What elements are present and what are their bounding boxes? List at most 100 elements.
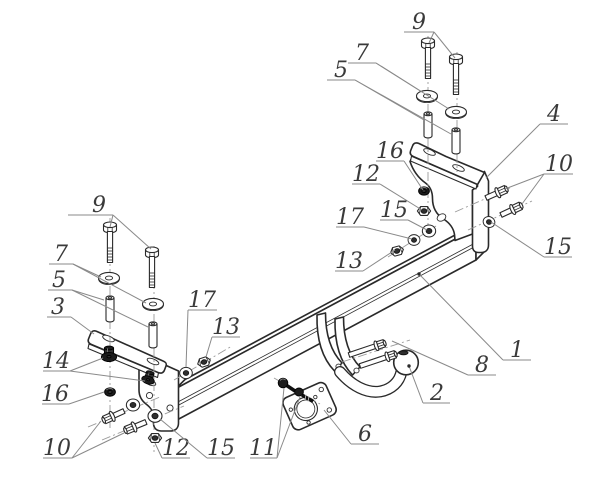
leader-line [407, 219, 428, 231]
tow-ball-arm [334, 365, 408, 398]
callout-16: 16 [376, 139, 424, 191]
tow-ball [392, 349, 420, 376]
part-number-16: 16 [41, 382, 69, 407]
callout-7: 7 [49, 242, 147, 304]
leader-line [521, 173, 545, 205]
callout-14: 14 [42, 349, 146, 382]
part-number-10: 10 [545, 152, 573, 177]
leader-line [323, 409, 352, 445]
callout-6: 6 [323, 409, 379, 447]
part-number-5: 5 [52, 268, 66, 293]
leader-line [418, 273, 504, 361]
callout-2: 2 [407, 364, 450, 406]
right-side-bracket [409, 142, 490, 254]
leader-line [375, 62, 450, 110]
washer-ring [407, 234, 421, 246]
hex-nut [388, 244, 406, 258]
leader-line [154, 442, 163, 459]
part-number-16: 16 [376, 139, 404, 164]
leader-line [363, 226, 413, 240]
spacer-sleeve [451, 127, 461, 155]
part-number-9: 9 [92, 193, 106, 218]
leader-line [276, 396, 301, 459]
callout-13: 13 [205, 315, 240, 358]
part-number-4: 4 [546, 102, 561, 127]
leader-line [69, 370, 146, 382]
socket-bolt [277, 377, 296, 393]
part-number-6: 6 [358, 422, 372, 447]
leader-line [428, 31, 435, 44]
leader-line [403, 160, 424, 191]
part-number-9: 9 [412, 10, 426, 35]
small-nut [418, 186, 430, 196]
callout-16: 16 [41, 382, 105, 407]
leader-line [354, 79, 452, 135]
part-number-15: 15 [207, 436, 235, 461]
part-number-13: 13 [212, 315, 240, 340]
part-number-15: 15 [380, 198, 408, 223]
leader-line [71, 432, 125, 459]
leader-line [379, 183, 423, 211]
callout-9: 9 [404, 10, 456, 59]
leader-line [71, 289, 149, 328]
long-bolt [102, 221, 118, 264]
leader-line [205, 336, 213, 358]
spacer-sleeve [423, 111, 433, 139]
leader-line [71, 420, 102, 459]
leader-line [504, 173, 545, 190]
washer-ring [421, 224, 437, 238]
small-nut [104, 387, 116, 397]
part-number-10: 10 [43, 436, 71, 461]
part-number-12: 12 [352, 162, 380, 187]
leader-line [69, 357, 104, 372]
callout-11: 11 [249, 387, 301, 461]
leader-line [276, 387, 285, 459]
leader-line [485, 123, 541, 179]
socket-bolt [294, 387, 314, 403]
callout-10: 10 [43, 420, 125, 461]
leader-line [112, 214, 152, 250]
long-bolt [420, 37, 436, 80]
callout-1: 1 [417, 272, 531, 363]
leader-line [68, 391, 105, 405]
part-number-13: 13 [335, 249, 363, 274]
callout-5: 5 [327, 58, 452, 135]
part-number-12: 12 [162, 436, 190, 461]
leader-dot [417, 272, 421, 276]
leader-dot [407, 364, 411, 368]
callout-9: 9 [68, 193, 152, 250]
washer-ring [147, 409, 163, 423]
leader-line [391, 340, 469, 376]
leader-line [71, 289, 105, 301]
hex-bolt [498, 199, 526, 221]
part-number-14: 14 [42, 349, 70, 374]
part-number-5: 5 [334, 58, 348, 83]
flat-washer [141, 297, 165, 312]
callout-10: 10 [504, 152, 573, 205]
callout-15: 15 [159, 418, 235, 461]
long-bolt [144, 246, 160, 289]
washer-ring [125, 398, 141, 412]
part-number-3: 3 [51, 295, 65, 320]
callout-15: 15 [490, 221, 572, 260]
leader-line [362, 249, 396, 272]
spacer-sleeve [148, 321, 158, 349]
long-bolt [448, 53, 464, 96]
callout-15: 15 [380, 198, 428, 231]
callout-5: 5 [48, 268, 149, 328]
washer-ring [179, 366, 193, 380]
callout-17: 17 [336, 205, 413, 240]
part-number-8: 8 [475, 353, 489, 378]
callout-4: 4 [485, 102, 568, 179]
callout-17: 17 [185, 288, 217, 368]
part-number-17: 17 [188, 288, 216, 313]
callout-12: 12 [352, 162, 423, 211]
leader-line [185, 309, 189, 368]
callout-13: 13 [335, 249, 396, 274]
part-number-7: 7 [355, 41, 369, 66]
leader-line [408, 365, 424, 404]
part-number-15: 15 [544, 235, 572, 260]
